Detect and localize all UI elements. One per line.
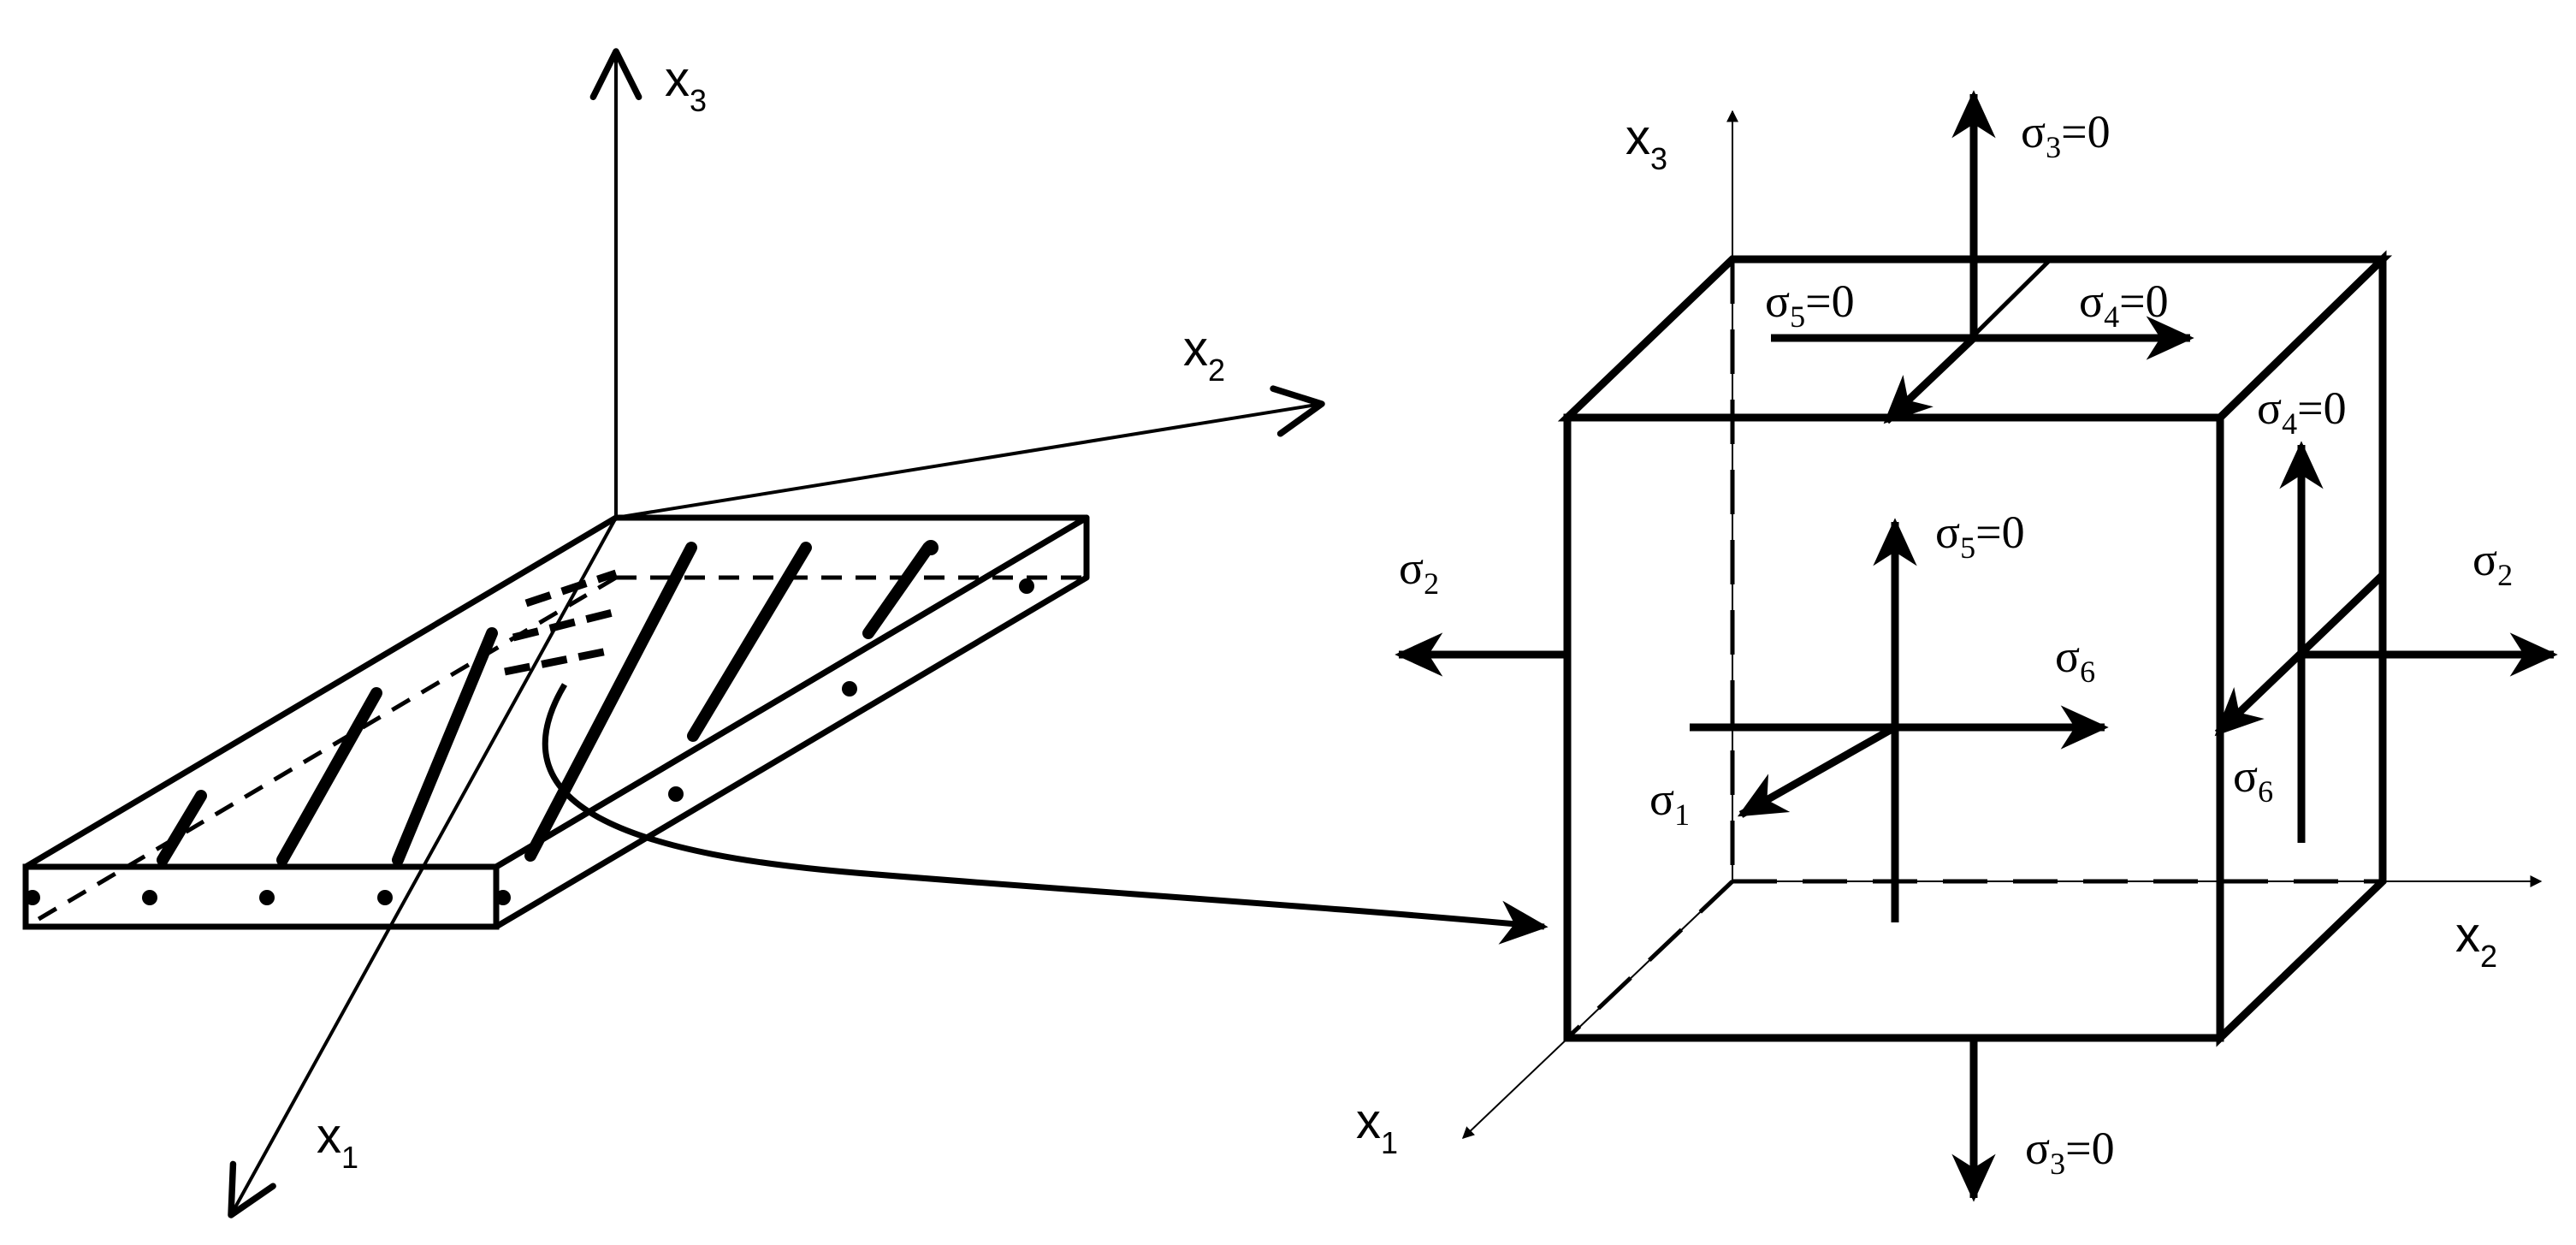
label-s1-front: σ1 <box>1649 774 1690 832</box>
arrow-s6-side-diagonal <box>2214 572 2386 737</box>
left-x2-label: x2 <box>1183 321 1225 388</box>
fibre-end-dots <box>25 540 1034 905</box>
right-x3-label: x3 <box>1626 110 1667 176</box>
label-s2-right: σ2 <box>2472 534 2513 592</box>
right-x1-axis <box>1461 880 1733 1139</box>
element-cutout <box>504 569 618 676</box>
label-s5-front: σ5=0 <box>1935 507 2025 565</box>
left-x3-label: x3 <box>665 51 707 118</box>
fibres <box>157 542 934 866</box>
label-s4-side: σ4=0 <box>2257 382 2347 441</box>
cube-side-face <box>2216 250 2387 1047</box>
arrow-s1-front-diagonal <box>1737 724 1898 818</box>
stress-cube <box>1395 90 2558 1202</box>
label-s4-top: σ4=0 <box>2079 276 2169 334</box>
lamina-plate <box>22 48 1549 1218</box>
label-s2-left: σ2 <box>1399 542 1439 601</box>
arrow-s4-top-diagonal <box>1883 335 1977 424</box>
left-x1-label: x1 <box>317 1108 358 1175</box>
label-s6-side: σ6 <box>2233 750 2273 809</box>
label-s3-top: σ3=0 <box>2021 106 2111 164</box>
label-s5-top: σ5=0 <box>1765 276 1855 334</box>
cube-hidden-depth <box>1566 880 1734 1040</box>
hidden-edge-left <box>24 575 618 929</box>
left-x2-axis <box>615 385 1325 519</box>
plate-side-face <box>493 514 1090 930</box>
label-s6-front: σ6 <box>2055 631 2095 689</box>
right-x2-label: x2 <box>2455 907 2497 974</box>
right-x1-label: x1 <box>1356 1094 1398 1160</box>
element-to-cube-connector <box>542 683 1549 945</box>
label-s3-bottom: σ3=0 <box>2025 1123 2115 1181</box>
